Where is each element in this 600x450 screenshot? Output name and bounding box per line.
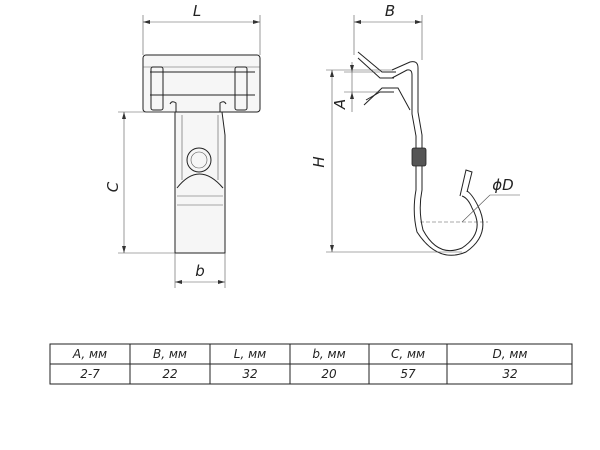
table-value-d: 32 [502,367,517,381]
side-hook-tip [459,169,473,197]
table-value-l: 32 [242,367,257,381]
side-upper-arm [357,51,396,73]
dim-C-label: C [104,181,122,192]
left-neck [169,101,177,112]
side-lower-arm [363,87,411,111]
dimensions-table: A, мм B, мм L, мм b, мм C, мм D, мм 2-7 … [49,343,573,385]
dim-A-label: A [331,99,349,110]
dim-H-arrow-top [330,70,334,77]
dim-A-arrow-top [350,65,354,72]
table-value-a: 2-7 [80,367,100,381]
table-value-c: 57 [400,367,416,381]
clamp-top-block [142,54,261,113]
dim-L-label: L [193,2,201,20]
dim-H-arrow-bottom [330,245,334,252]
table-header-l: L, мм [234,347,266,361]
dim-b-arrow-right [218,280,225,284]
dim-B-arrow-right [415,20,422,24]
dim-C-arrow-bottom [122,246,126,253]
dim-D-label: ϕD [492,176,513,194]
side-rivet [411,147,427,167]
table-header-c: C, мм [391,347,425,361]
side-clip-inner [391,69,484,256]
table-header-a: A, мм [72,347,107,361]
dim-L-arrow-left [143,20,150,24]
dim-B-label: B [385,2,395,20]
dim-D-leader [461,194,491,223]
stem-rivet [186,147,212,173]
dim-b-arrow-left [175,280,182,284]
dim-C-arrow-top [122,112,126,119]
right-rivet-loop [234,66,248,111]
side-clip-outer [391,61,478,252]
dim-L-arrow-right [253,20,260,24]
dim-A-arrow-bottom [350,92,354,99]
front-view: L C b [104,2,261,288]
right-neck [219,101,227,112]
dim-b-label: b [195,262,205,280]
side-view: B A H ϕD [310,2,520,256]
table-value-b-upper: 22 [162,367,177,381]
table-value-b-lower: 20 [321,367,337,381]
stem-rivet-inner [190,151,208,169]
side-upper-arm-2 [357,57,394,79]
table-header-d: D, мм [493,347,528,361]
dim-B-arrow-left [354,20,361,24]
table-header-b-upper: B, мм [153,347,187,361]
table-header-b-lower: b, мм [312,347,345,361]
left-rivet-loop [150,66,164,111]
stem-saddle [176,173,224,189]
dim-H-label: H [310,156,328,167]
